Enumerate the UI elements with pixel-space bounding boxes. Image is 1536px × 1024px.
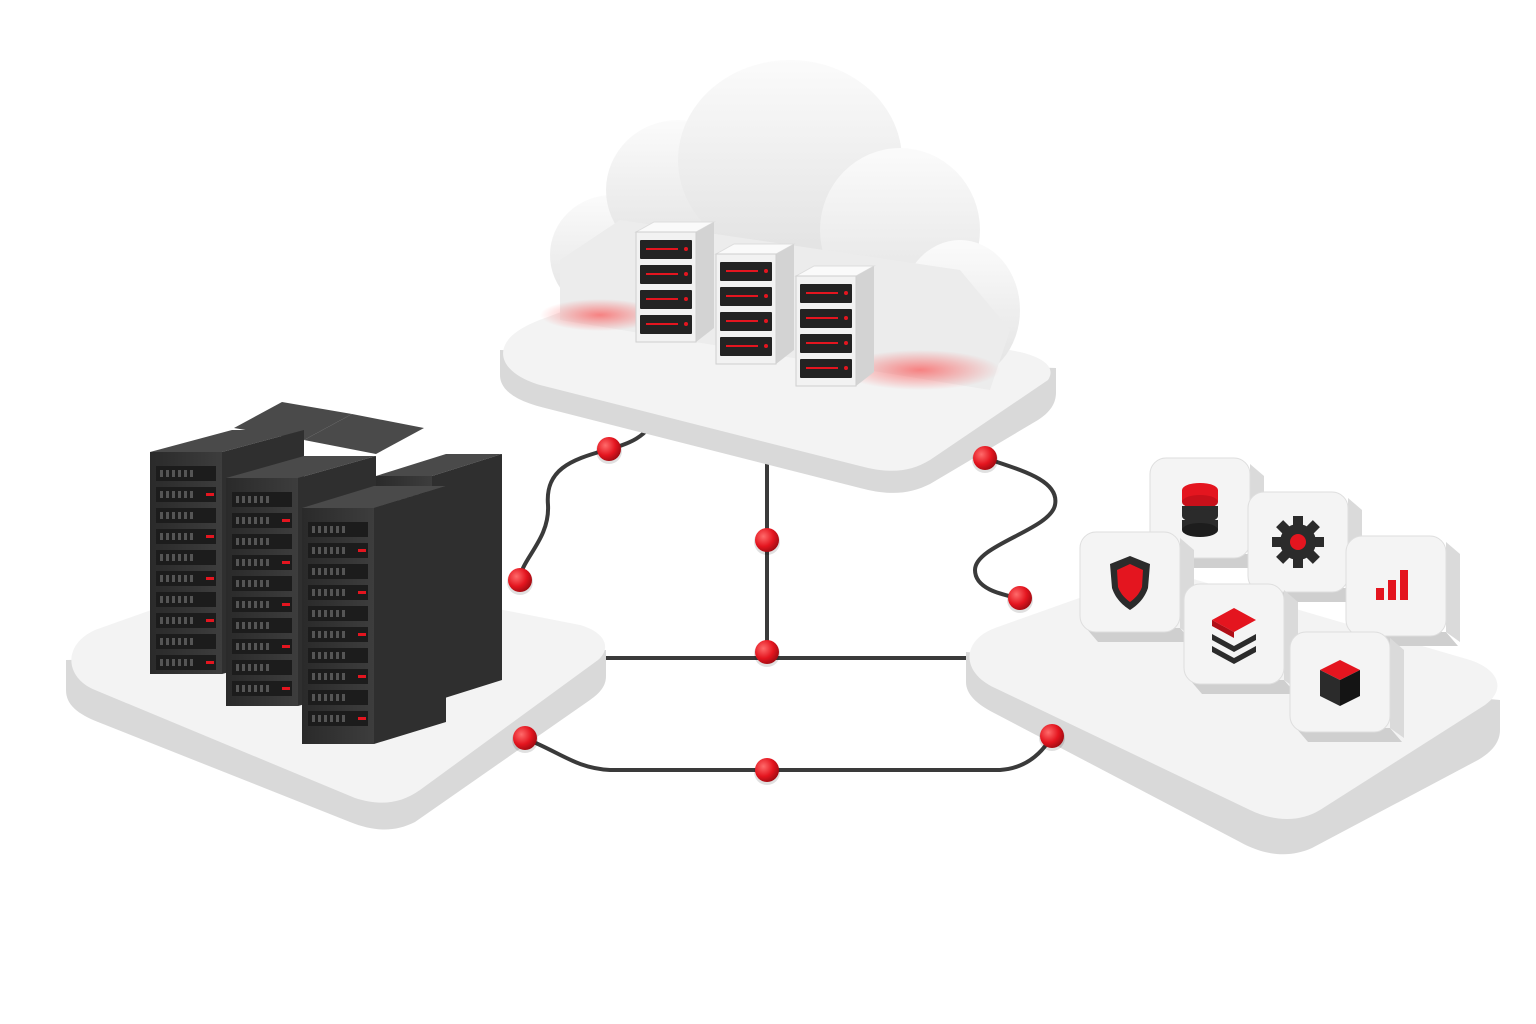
- on-prem-datacenter-node: [66, 402, 606, 830]
- connection-nodes: [507, 437, 1065, 785]
- server-rack: [302, 486, 446, 744]
- service-tiles-icon: [1079, 457, 1460, 742]
- connection-node: [1008, 586, 1032, 610]
- database-icon: [1182, 483, 1218, 537]
- connection-node: [513, 726, 537, 750]
- service-tile: [1079, 531, 1194, 642]
- cube-icon: [1320, 660, 1360, 706]
- cable-cloud-to-datacenter: [518, 411, 658, 581]
- cloud-server: [634, 221, 716, 343]
- connection-node: [973, 446, 997, 470]
- connection-node: [508, 568, 532, 592]
- connection-node: [1040, 724, 1064, 748]
- connection-node: [755, 528, 779, 552]
- bar-chart-icon: [1376, 570, 1408, 600]
- service-tile: [1183, 583, 1298, 694]
- gear-icon: [1272, 516, 1324, 568]
- connection-node: [597, 437, 621, 461]
- server-rack: [226, 456, 376, 706]
- server-rack-top: [304, 414, 424, 454]
- service-tile: [1289, 631, 1404, 742]
- connection-node: [755, 758, 779, 782]
- service-tile: [1345, 535, 1460, 646]
- cable-cloud-to-services: [972, 456, 1058, 600]
- connection-node: [755, 640, 779, 664]
- cable-datacenter-to-services-bottom: [523, 734, 1054, 772]
- server-racks-icon: [150, 402, 502, 744]
- layers-icon: [1212, 608, 1256, 664]
- shield-icon: [1110, 556, 1150, 610]
- services-node: [966, 457, 1500, 855]
- cloud-server: [794, 265, 876, 387]
- cloud-servers-icon: [634, 221, 876, 387]
- cloud-server: [714, 243, 796, 365]
- cloud-node: [500, 60, 1056, 493]
